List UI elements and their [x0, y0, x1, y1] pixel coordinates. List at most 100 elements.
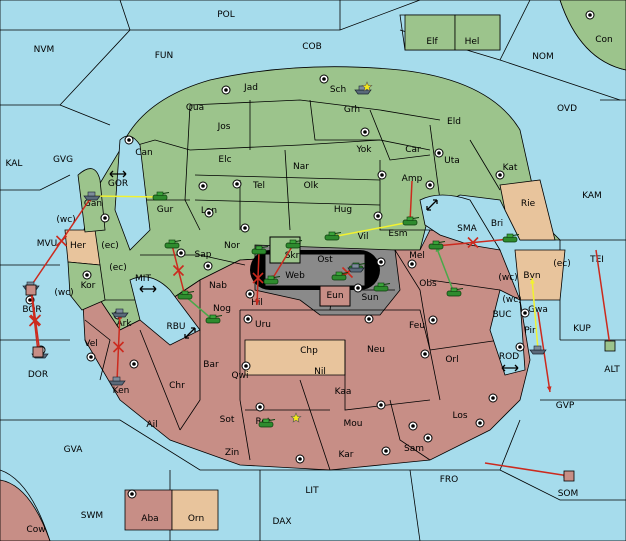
- unit-box-alt[interactable]: [604, 340, 616, 352]
- supply-center-sch: [319, 74, 329, 84]
- region-label-kor: Kor: [81, 281, 96, 291]
- fleet-unit-ost-ship-icon[interactable]: [347, 263, 365, 273]
- region-label-ec1: (ec): [101, 241, 119, 251]
- region-label-rie: Rie: [521, 199, 536, 209]
- sea-rbu[interactable]: [129, 276, 201, 346]
- region-label-kup: KUP: [573, 324, 591, 334]
- region-label-eun: Eun: [326, 291, 343, 301]
- region-label-sap: Sap: [195, 250, 212, 260]
- region-label-zin: Zin: [225, 448, 239, 458]
- supply-center-eun: [353, 283, 363, 293]
- army-unit-gur-tank-icon[interactable]: [152, 191, 170, 201]
- region-label-qua: Qua: [186, 103, 204, 113]
- region-label-pir: Pir: [524, 326, 536, 336]
- supply-center-grh: [360, 127, 370, 137]
- unit-box-som[interactable]: [563, 470, 575, 482]
- fleet-unit-pir-ship-icon[interactable]: [529, 345, 547, 355]
- army-unit-vil-tank-icon[interactable]: [324, 231, 342, 241]
- region-label-swm: SWM: [81, 511, 103, 521]
- sea-buc[interactable]: [489, 289, 526, 376]
- region-label-buc: BUC: [492, 310, 511, 320]
- region-label-ken: Ken: [113, 386, 130, 396]
- region-label-uta: Uta: [444, 156, 460, 166]
- region-chp[interactable]: [244, 339, 346, 376]
- region-label-sch: Sch: [330, 85, 346, 95]
- order-support-gan-gur: [91, 195, 161, 198]
- region-label-ec2: (ec): [553, 259, 571, 269]
- army-unit-esm-tank-icon[interactable]: [402, 216, 420, 226]
- region-orn[interactable]: [171, 489, 219, 531]
- army-unit-nog-tank-icon[interactable]: [205, 314, 223, 324]
- region-label-qwi: Qwi: [232, 371, 249, 381]
- region-rie[interactable]: [499, 179, 556, 241]
- region-label-sun: Sun: [361, 293, 378, 303]
- army-unit-nab-tank-icon[interactable]: [177, 290, 195, 300]
- convoy-link-icon-gor: [109, 170, 127, 178]
- region-label-can: Can: [135, 148, 153, 158]
- region-label-aba: Aba: [141, 514, 158, 524]
- region-label-fro: FRO: [440, 475, 459, 485]
- region-label-vil: Vil: [358, 232, 369, 242]
- army-unit-sap-tank-icon[interactable]: [164, 239, 182, 249]
- order-move-skr-web: [270, 244, 294, 282]
- fleet-unit-ark-ship-icon[interactable]: [111, 308, 129, 318]
- army-unit-eun-tank-icon[interactable]: [331, 271, 349, 281]
- region-label-vel: Vel: [84, 339, 98, 349]
- supply-center-car: [434, 148, 444, 158]
- order-arrowhead: [546, 386, 552, 392]
- region-label-sam: Sam: [404, 444, 424, 454]
- inlets: [114, 135, 526, 376]
- order-arrowhead: [530, 278, 535, 284]
- region-kor[interactable]: [67, 261, 106, 311]
- supply-center-nor: [240, 223, 250, 233]
- army-unit-rot-tank-icon[interactable]: [258, 418, 276, 428]
- army-unit-web-tank-icon[interactable]: [263, 275, 281, 285]
- region-label-ec3: (ec): [109, 263, 127, 273]
- fleet-unit-sch-ship-icon[interactable]: [354, 85, 372, 95]
- unit-box-bor[interactable]: [25, 284, 37, 296]
- failed-order-mark: [467, 236, 479, 249]
- region-label-gva: GVA: [64, 445, 84, 455]
- region-label-ark: Ark: [116, 319, 132, 329]
- supply-center-con: [585, 10, 595, 20]
- region-eun[interactable]: [319, 285, 351, 307]
- army-unit-obs-tank-icon[interactable]: [446, 287, 464, 297]
- region-label-chp: Chp: [300, 346, 318, 356]
- supply-center-ken: [129, 359, 139, 369]
- order-support-pir-byn: [531, 277, 539, 351]
- army-unit-sun-tank-icon[interactable]: [373, 282, 391, 292]
- region-label-rod: ROD: [499, 352, 519, 362]
- supply-center-orl: [488, 393, 498, 403]
- region-label-gur: Gur: [157, 205, 174, 215]
- supply-center-lan: [204, 208, 214, 218]
- army-unit-nor-tank-icon[interactable]: [251, 245, 269, 255]
- region-label-mit: MIT: [135, 274, 151, 284]
- region-label-web: Web: [285, 271, 305, 281]
- supply-center-neu: [420, 349, 430, 359]
- army-unit-bri-tank-icon[interactable]: [502, 233, 520, 243]
- sea-sma[interactable]: [419, 194, 501, 251]
- region-label-jad: Jad: [243, 83, 258, 93]
- region-label-sma: SMA: [457, 224, 477, 234]
- unit-box-dor[interactable]: [32, 346, 44, 358]
- region-label-cow: Cow: [26, 525, 45, 535]
- sea-gor[interactable]: [114, 135, 151, 251]
- region-label-tei: TEI: [589, 255, 604, 265]
- supply-center-nab: [203, 261, 213, 271]
- fleet-unit-gan-ship-icon[interactable]: [83, 191, 101, 201]
- region-label-kar: Kar: [339, 450, 354, 460]
- region-byn[interactable]: [514, 249, 566, 301]
- supply-center-sap: [176, 248, 186, 258]
- failed-order-mark: [172, 264, 185, 277]
- fleet-unit-ken-ship-icon[interactable]: [108, 376, 126, 386]
- region-label-wc3: (wc): [498, 273, 517, 283]
- star-icon-rot: [290, 412, 302, 423]
- supply-center-jad: [221, 85, 231, 95]
- army-unit-skr-tank-icon[interactable]: [285, 239, 303, 249]
- army-unit-mel-tank-icon[interactable]: [428, 240, 446, 250]
- supply-center-rot: [255, 402, 265, 412]
- region-label-esm: Esm: [388, 229, 407, 239]
- supply-center-gur: [198, 181, 208, 191]
- region-hel[interactable]: [454, 14, 501, 51]
